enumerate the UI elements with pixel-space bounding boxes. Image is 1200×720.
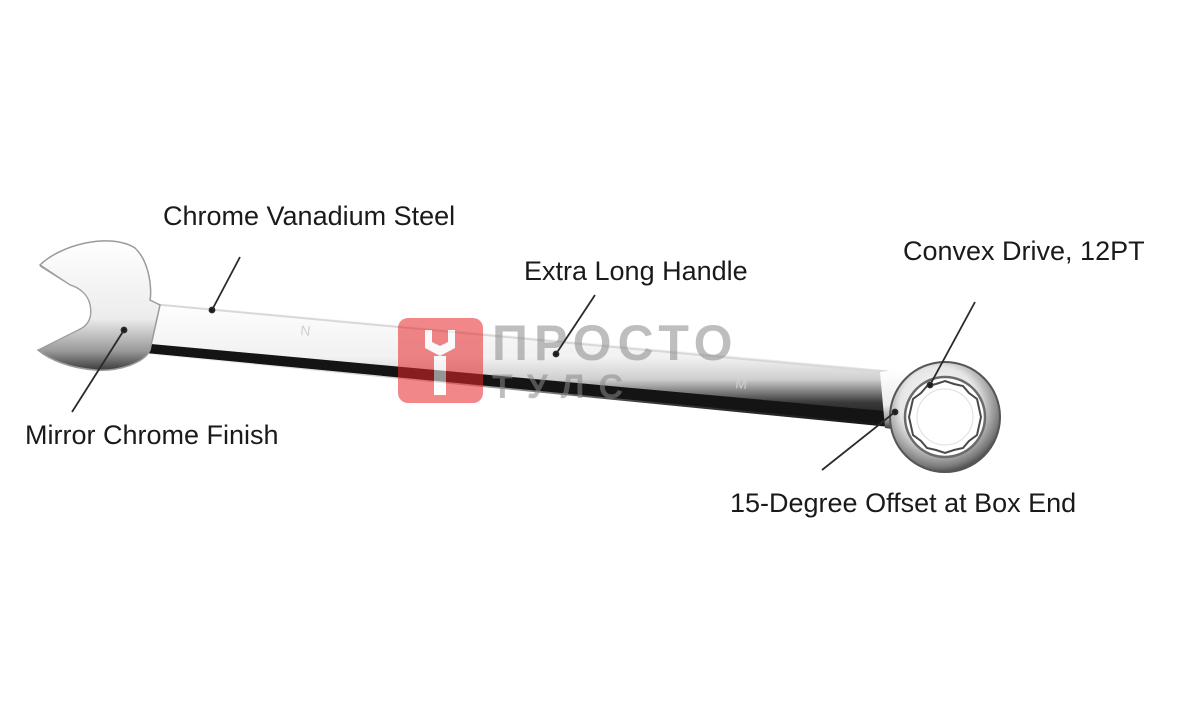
leader-line-offset	[821, 411, 896, 471]
leader-line-drive	[929, 301, 976, 386]
wrench-logo-icon	[425, 330, 455, 395]
wrench: N M	[36, 240, 1001, 473]
callout-extra-long-handle: Extra Long Handle	[524, 256, 748, 286]
leader-line-steel	[211, 256, 241, 311]
callout-chrome-vanadium-steel: Chrome Vanadium Steel	[163, 201, 456, 231]
svg-text:N: N	[300, 322, 311, 339]
watermark-text-bottom: ТУЛС	[492, 368, 637, 406]
watermark: ПРОСТО ТУЛС	[398, 315, 739, 406]
callout-convex-drive: Convex Drive, 12PT	[903, 236, 1145, 266]
leader-lines	[71, 256, 976, 471]
callout-offset-box-end: 15-Degree Offset at Box End	[730, 488, 1077, 518]
callout-mirror-chrome-finish: Mirror Chrome Finish	[25, 420, 279, 450]
watermark-text-top: ПРОСТО	[492, 315, 739, 371]
twelve-point-opening	[907, 379, 983, 455]
svg-text:M: M	[735, 375, 748, 392]
leader-line-mirror	[71, 329, 125, 413]
box-end	[889, 361, 1001, 473]
leader-line-handle	[555, 294, 596, 355]
